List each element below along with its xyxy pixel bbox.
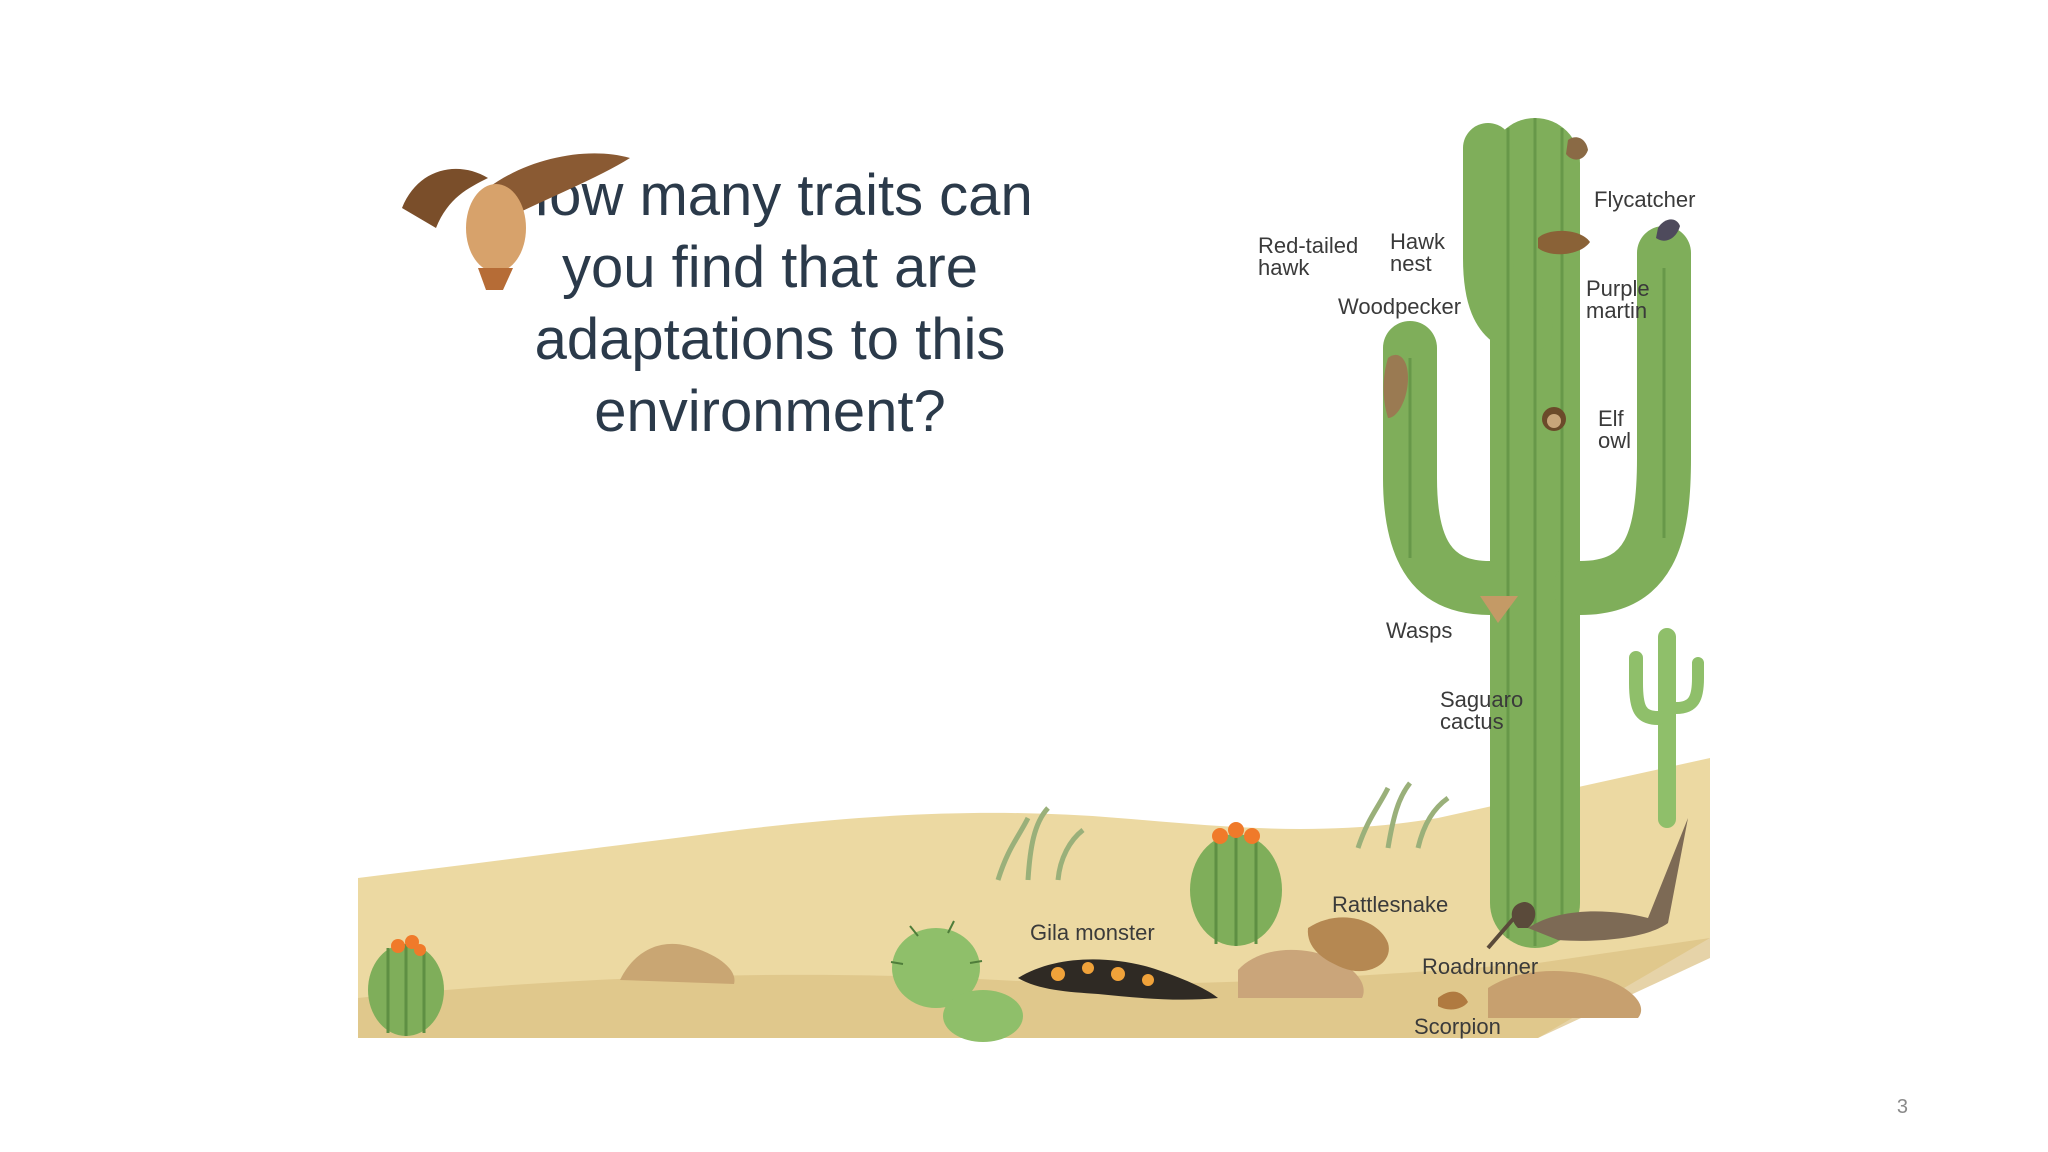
red-tailed-hawk xyxy=(402,153,630,290)
roadrunner xyxy=(1486,818,1688,950)
small-saguaro xyxy=(1629,628,1704,828)
rock-left xyxy=(620,943,735,984)
hawk-nest xyxy=(1538,230,1590,255)
rattlesnake xyxy=(1307,917,1389,972)
shrub-center xyxy=(995,806,1085,881)
label-flycatcher: Flycatcher xyxy=(1594,187,1695,212)
gila-monster xyxy=(1018,959,1218,1000)
label-purple-martin-1: Purple xyxy=(1586,276,1650,301)
slide-page-number: 3 xyxy=(1896,1096,1908,1118)
woodpecker-bird xyxy=(1383,354,1408,418)
hedgehog-cactus xyxy=(890,920,1023,1042)
slide-question-title: How many traits can you find that are ad… xyxy=(507,163,1033,444)
barrel-cactus-left xyxy=(368,935,444,1036)
label-elf-owl-1: Elf xyxy=(1598,406,1625,431)
label-saguaro-cactus-1: Saguaro xyxy=(1440,687,1523,712)
label-saguaro-cactus-2: cactus xyxy=(1440,709,1504,734)
flycatcher-bird xyxy=(1566,137,1588,160)
label-hawk-nest-2: nest xyxy=(1390,251,1432,276)
purple-martin-bird xyxy=(1656,219,1680,241)
label-hawk-nest-1: Hawk xyxy=(1390,229,1446,254)
barrel-cactus-center xyxy=(1190,822,1282,946)
shrub-right xyxy=(1355,781,1450,849)
label-red-tailed-hawk-1: Red-tailed xyxy=(1258,233,1358,258)
label-scorpion: Scorpion xyxy=(1414,1014,1501,1039)
label-purple-martin-2: martin xyxy=(1586,298,1647,323)
desert-ecosystem-illustration: Red-tailed hawk Hawk nest Flycatcher Woo… xyxy=(358,118,1710,1043)
label-gila-monster: Gila monster xyxy=(1030,920,1155,945)
rock-right xyxy=(1488,970,1642,1018)
saguaro-cactus xyxy=(1383,118,1691,948)
label-roadrunner: Roadrunner xyxy=(1422,954,1538,979)
label-wasps: Wasps xyxy=(1386,618,1452,643)
label-rattlesnake: Rattlesnake xyxy=(1332,892,1448,917)
label-red-tailed-hawk-2: hawk xyxy=(1258,255,1310,280)
desert-scene-svg: Red-tailed hawk Hawk nest Flycatcher Woo… xyxy=(358,118,1710,1042)
scorpion xyxy=(1438,991,1468,1010)
label-elf-owl-2: owl xyxy=(1598,428,1631,453)
sand-shading xyxy=(358,938,1710,1038)
label-woodpecker: Woodpecker xyxy=(1338,294,1461,319)
